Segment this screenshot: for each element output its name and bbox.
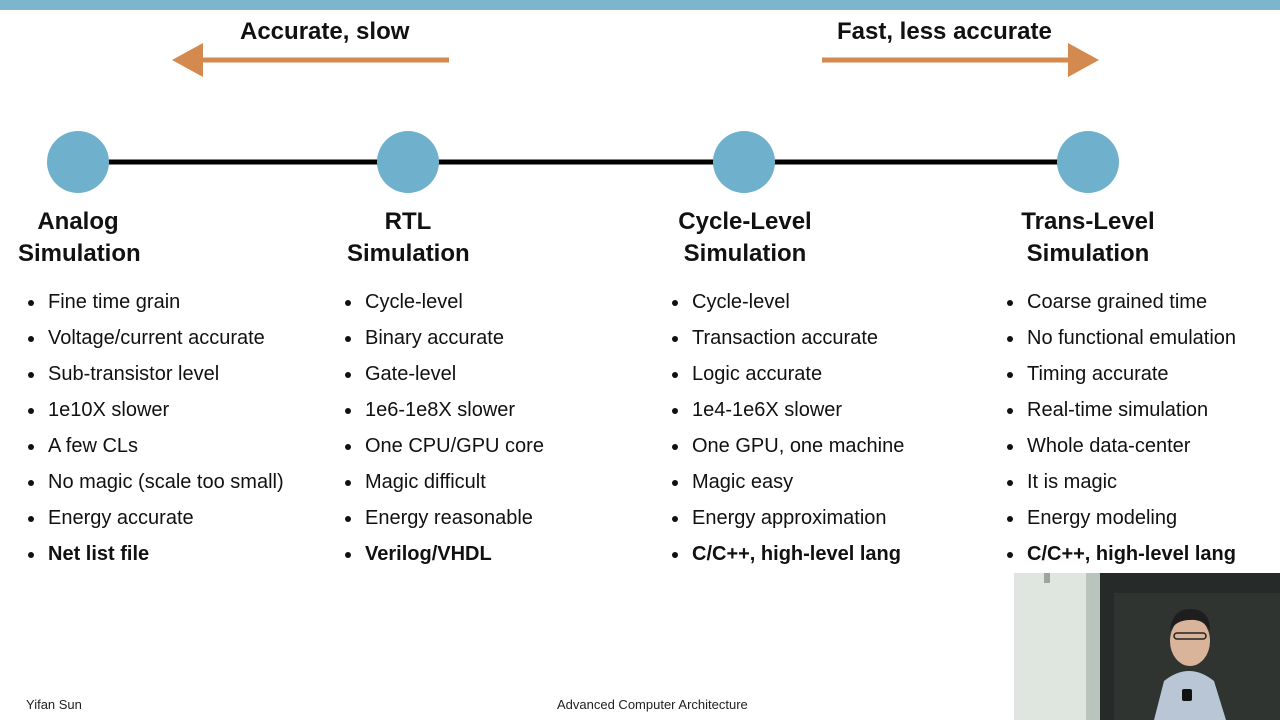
column-title: Trans-Level Simulation — [1020, 206, 1156, 270]
list-item: Energy approximation — [670, 506, 904, 542]
presenter-video-icon — [1014, 573, 1280, 720]
column-analog: Analog Simulation Fine time grain Voltag… — [18, 206, 308, 565]
list-item: Energy reasonable — [343, 506, 544, 542]
column-title: RTL Simulation — [347, 206, 470, 270]
list-item: Energy accurate — [26, 506, 284, 542]
title-line-1: Analog — [37, 208, 119, 235]
accurate-slow-label: Accurate, slow — [240, 18, 410, 45]
list-item: A few CLs — [26, 434, 284, 470]
direction-arrows — [172, 43, 1099, 77]
list-item: No magic (scale too small) — [26, 470, 284, 506]
list-item: Logic accurate — [670, 362, 904, 398]
list-item: One CPU/GPU core — [343, 434, 544, 470]
list-item-emphasis: Net list file — [26, 542, 284, 578]
list-item: 1e10X slower — [26, 398, 284, 434]
list-item: Gate-level — [343, 362, 544, 398]
bullet-list: Fine time grain Voltage/current accurate… — [26, 290, 284, 578]
footer-course: Advanced Computer Architecture — [557, 697, 748, 712]
list-item: Cycle-level — [670, 290, 904, 326]
list-item: 1e6-1e8X slower — [343, 398, 544, 434]
list-item: No functional emulation — [1005, 326, 1236, 362]
list-item: Magic difficult — [343, 470, 544, 506]
list-item: Binary accurate — [343, 326, 544, 362]
presenter-video-overlay — [1014, 573, 1280, 720]
list-item: Timing accurate — [1005, 362, 1236, 398]
list-item: Whole data-center — [1005, 434, 1236, 470]
list-item: Energy modeling — [1005, 506, 1236, 542]
fast-less-accurate-label: Fast, less accurate — [837, 18, 1052, 45]
list-item: 1e4-1e6X slower — [670, 398, 904, 434]
column-cycle-level: Cycle-Level Simulation Cycle-level Trans… — [672, 206, 937, 565]
list-item-emphasis: C/C++, high-level lang — [1005, 542, 1236, 578]
footer-author: Yifan Sun — [26, 697, 82, 712]
list-item: Cycle-level — [343, 290, 544, 326]
column-trans-level: Trans-Level Simulation Coarse grained ti… — [1007, 206, 1278, 565]
list-item: It is magic — [1005, 470, 1236, 506]
title-line-1: Trans-Level — [1021, 208, 1155, 235]
timeline-node-analog — [47, 131, 109, 193]
top-accent-bar — [0, 0, 1280, 10]
title-line-1: RTL — [384, 208, 432, 235]
bullet-list: Cycle-level Transaction accurate Logic a… — [670, 290, 904, 578]
simulation-spectrum-timeline — [47, 131, 1119, 193]
list-item-emphasis: Verilog/VHDL — [343, 542, 544, 578]
title-line-2: Simulation — [1026, 240, 1150, 267]
list-item: Transaction accurate — [670, 326, 904, 362]
column-title: Cycle-Level Simulation — [677, 206, 813, 270]
timeline-node-rtl — [377, 131, 439, 193]
column-title: Analog Simulation — [18, 206, 141, 270]
list-item: One GPU, one machine — [670, 434, 904, 470]
timeline-node-trans-level — [1057, 131, 1119, 193]
column-rtl: RTL Simulation Cycle-level Binary accura… — [344, 206, 567, 565]
title-line-2: Simulation — [347, 240, 470, 267]
title-line-2: Simulation — [18, 240, 141, 267]
title-line-1: Cycle-Level — [678, 208, 812, 235]
timeline-node-cycle-level — [713, 131, 775, 193]
right-arrow-icon — [822, 43, 1099, 77]
bullet-list: Coarse grained time No functional emulat… — [1005, 290, 1236, 578]
list-item-emphasis: C/C++, high-level lang — [670, 542, 904, 578]
list-item: Fine time grain — [26, 290, 284, 326]
list-item: Sub-transistor level — [26, 362, 284, 398]
title-line-2: Simulation — [683, 240, 807, 267]
bullet-list: Cycle-level Binary accurate Gate-level 1… — [343, 290, 544, 578]
list-item: Real-time simulation — [1005, 398, 1236, 434]
list-item: Voltage/current accurate — [26, 326, 284, 362]
list-item: Coarse grained time — [1005, 290, 1236, 326]
left-arrow-icon — [172, 43, 449, 77]
list-item: Magic easy — [670, 470, 904, 506]
